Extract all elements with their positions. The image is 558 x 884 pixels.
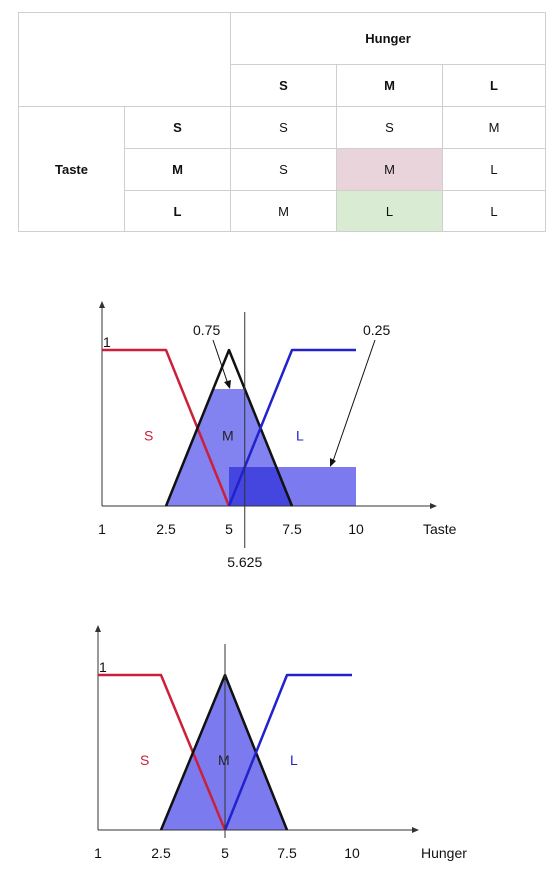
series-line-s — [102, 348, 231, 507]
x-tick-label: 2.5 — [156, 521, 176, 537]
x-tick-label: 5 — [225, 521, 233, 537]
x-tick-label: 1 — [94, 845, 102, 861]
x-tick-label: 7.5 — [282, 521, 302, 537]
y-axis-arrow — [99, 301, 105, 308]
series-label-m: M — [218, 752, 230, 768]
filled-area-m — [161, 675, 287, 830]
table-cell: L — [442, 190, 546, 232]
series-line-m — [164, 348, 294, 507]
fuzzy-rule-table: Hunger S M L Taste S S S M M S M L L M L… — [18, 12, 546, 232]
highlighted-cell-m: M — [336, 148, 443, 191]
table-cell: M — [442, 106, 546, 149]
x-tick-label: 10 — [344, 845, 360, 861]
series-label-s: S — [140, 752, 149, 768]
table-corner — [18, 12, 231, 107]
annotation-arrowhead-025 — [330, 458, 336, 467]
x-tick-label: 7.5 — [277, 845, 297, 861]
annotation-arrowhead-075 — [224, 380, 231, 389]
x-axis-arrow — [412, 827, 419, 833]
series-line-s — [98, 673, 227, 831]
series-label-l: L — [290, 752, 298, 768]
x-tick-label: 10 — [348, 521, 364, 537]
annotation-arrow-025 — [331, 339, 376, 465]
annotation-arrow-075 — [212, 339, 230, 388]
taste-membership-chart: S M L 1 1 2.5 5 7.5 10 Taste 5.625 0.75 0.25 — [98, 301, 457, 570]
y-tick-label: 1 — [103, 334, 111, 350]
col-header-s: S — [230, 64, 337, 107]
hunger-membership-chart: S M L 1 1 2.5 5 7.5 10 Hunger — [94, 625, 467, 861]
x-axis-label: Hunger — [421, 845, 467, 861]
series-label-m: M — [222, 427, 234, 443]
annotation-label-075: 0.75 — [193, 322, 220, 338]
table-cell: L — [442, 148, 546, 191]
series-line-l — [223, 673, 352, 831]
row-header-l: L — [124, 190, 231, 232]
series-label-s: S — [144, 427, 153, 443]
series-label-l: L — [296, 427, 304, 443]
table-cell: S — [336, 106, 443, 149]
x-axis-label: Taste — [423, 521, 457, 537]
x-axis-arrow — [430, 503, 437, 509]
table-cell: S — [230, 148, 337, 191]
row-header-m: M — [124, 148, 231, 191]
row-header-s: S — [124, 106, 231, 149]
annotation-label-025: 0.25 — [363, 322, 390, 338]
table-cell: M — [230, 190, 337, 232]
taste-header: Taste — [18, 106, 125, 232]
x-tick-label: 2.5 — [151, 845, 171, 861]
input-value-label: 5.625 — [227, 554, 262, 570]
x-tick-label: 1 — [98, 521, 106, 537]
col-header-m: M — [336, 64, 443, 107]
x-tick-label: 5 — [221, 845, 229, 861]
hunger-header: Hunger — [230, 12, 546, 65]
table-cell: S — [230, 106, 337, 149]
col-header-l: L — [442, 64, 546, 107]
y-axis-arrow — [95, 625, 101, 632]
y-tick-label: 1 — [99, 659, 107, 675]
series-line-l — [227, 348, 356, 507]
highlighted-cell-l: L — [336, 190, 443, 232]
